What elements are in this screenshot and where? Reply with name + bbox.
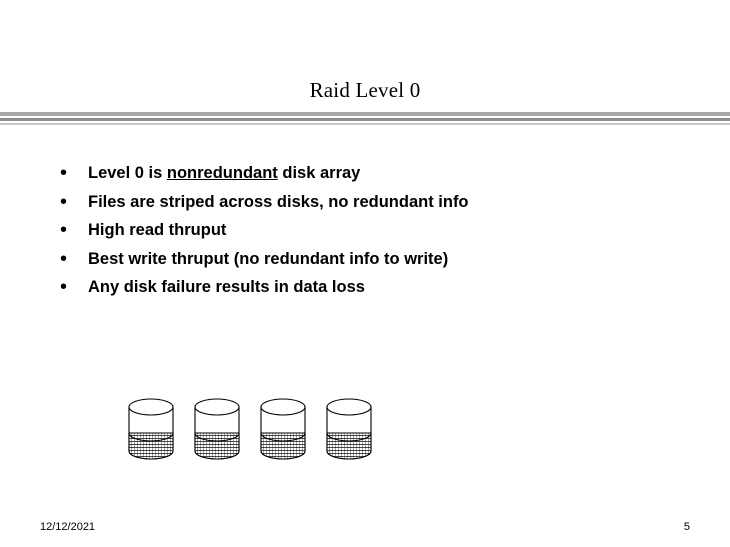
- bullet-text-pre: Any disk failure results in data loss: [88, 278, 365, 297]
- footer-page-number: 5: [683, 521, 690, 533]
- bullet-text-pre: Files are striped across disks, no redun…: [88, 192, 469, 211]
- bullet-text-post: disk array: [277, 164, 361, 182]
- bullet-marker-icon: •: [60, 190, 68, 213]
- divider-bar-4: [0, 121, 730, 123]
- bullet-text-underlined: nonredundant: [166, 164, 278, 182]
- bullet-list: • Level 0 is nonredundant disk array • F…: [55, 162, 695, 305]
- bullet-text: Files are striped across disks, no redun…: [88, 191, 469, 213]
- list-item: • Level 0 is nonredundant disk array: [55, 162, 695, 191]
- title-divider: [0, 112, 730, 125]
- disk-cylinder-icon-1: [128, 398, 174, 460]
- bullet-marker-icon: •: [60, 276, 68, 299]
- divider-bar-5: [0, 123, 730, 125]
- divider-bar-2: [0, 116, 730, 118]
- bullet-text: Level 0 is nonredundant disk array: [88, 162, 360, 184]
- disk-cylinder-icon-3: [260, 398, 306, 460]
- bullet-text-pre: Best write thruput (no redundant info to…: [88, 249, 449, 268]
- disk-array-diagram: [128, 398, 448, 468]
- bullet-marker-icon: •: [60, 162, 68, 184]
- bullet-text: High read thruput: [88, 219, 226, 241]
- bullet-text-pre: Level 0 is: [88, 164, 167, 182]
- bullet-text: Best write thruput (no redundant info to…: [88, 248, 448, 270]
- list-item: • High read thruput: [55, 219, 695, 248]
- footer-date: 12/12/2021: [40, 521, 96, 533]
- list-item: • Best write thruput (no redundant info …: [55, 248, 695, 277]
- divider-bar-3: [0, 118, 730, 121]
- bullet-text: Any disk failure results in data loss: [88, 276, 365, 298]
- page-title: Raid Level 0: [309, 78, 421, 102]
- disk-cylinder-icon-4: [326, 398, 372, 460]
- list-item: • Files are striped across disks, no red…: [55, 191, 695, 220]
- bullet-marker-icon: •: [60, 219, 68, 242]
- list-item: • Any disk failure results in data loss: [55, 276, 695, 305]
- disk-cylinder-icon-2: [194, 398, 240, 460]
- bullet-text-pre: High read thruput: [88, 221, 227, 240]
- divider-bar-1: [0, 112, 730, 116]
- bullet-marker-icon: •: [60, 247, 68, 270]
